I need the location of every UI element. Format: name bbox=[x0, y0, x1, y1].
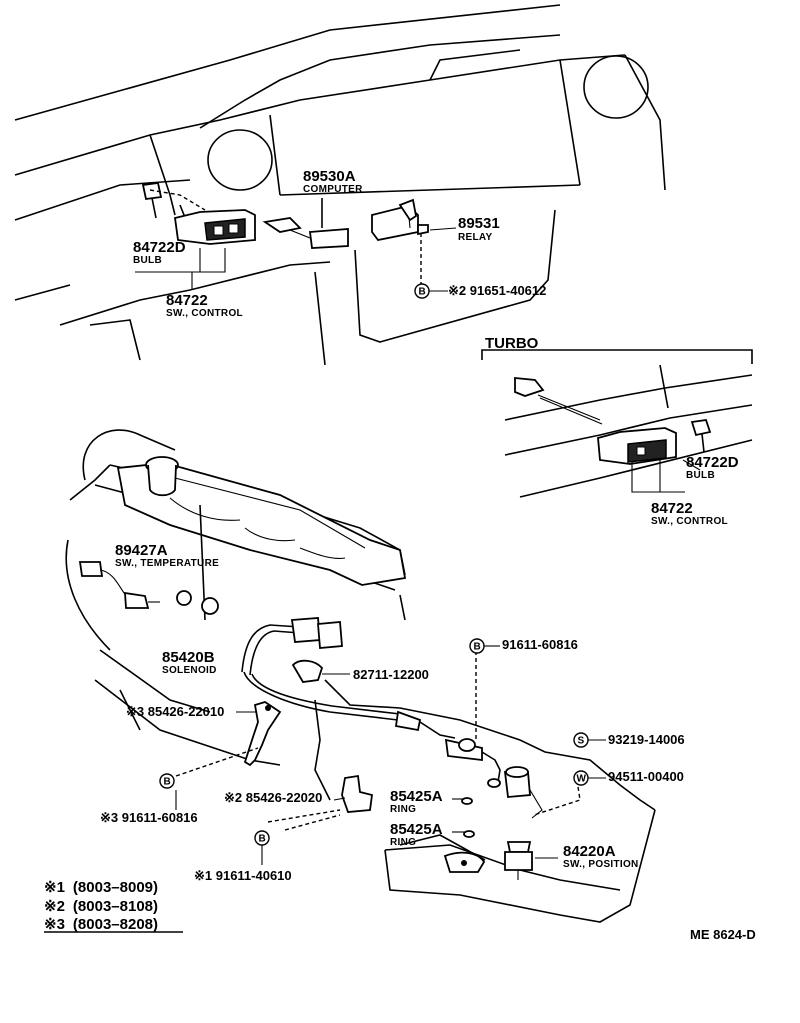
svg-text:BULB: BULB bbox=[133, 255, 162, 266]
svg-text:B: B bbox=[164, 777, 171, 788]
svg-text:B: B bbox=[419, 287, 426, 298]
svg-text:84722D: 84722D bbox=[133, 239, 186, 256]
label-85425a-2: 85425A RING bbox=[390, 821, 443, 848]
label-84220a: 84220A SW., POSITION bbox=[563, 843, 639, 870]
label-82711-12200: 82711-12200 bbox=[353, 667, 429, 682]
turbo-inset: TURBO bbox=[481, 335, 753, 498]
label-85426-22020: ※2 85426-22020 bbox=[224, 790, 322, 805]
svg-text:RELAY: RELAY bbox=[458, 232, 493, 243]
label-84722d-turbo: 84722D BULB bbox=[686, 454, 739, 481]
svg-text:84220A: 84220A bbox=[563, 843, 616, 860]
note-3: ※3(8003–8208) bbox=[44, 916, 158, 933]
relay-89531 bbox=[371, 198, 429, 241]
control-switch-84722 bbox=[173, 209, 256, 245]
svg-text:B: B bbox=[474, 642, 481, 653]
clamp-82711 bbox=[291, 659, 324, 683]
marker-b-91611-60816: B bbox=[469, 638, 485, 654]
label-85426-22010: ※3 85426-22010 bbox=[126, 704, 224, 719]
fitting-93219 bbox=[503, 766, 543, 819]
label-89427a: 89427A SW., TEMPERATURE bbox=[115, 542, 219, 569]
marker-b-91651: B bbox=[414, 283, 430, 299]
svg-text:89427A: 89427A bbox=[115, 542, 168, 559]
label-84722-top: 84722 SW., CONTROL bbox=[166, 292, 243, 319]
bracket-85426-22020 bbox=[341, 774, 373, 813]
svg-text:84722: 84722 bbox=[651, 500, 693, 517]
svg-text:B: B bbox=[259, 834, 266, 845]
svg-text:89530A: 89530A bbox=[303, 168, 356, 185]
marker-b-91611-60816-s3: B bbox=[159, 773, 175, 789]
label-89531: 89531 RELAY bbox=[458, 215, 500, 243]
label-89530a: 89530A COMPUTER bbox=[303, 168, 363, 195]
svg-text:SW., CONTROL: SW., CONTROL bbox=[166, 308, 243, 319]
reference-code: ME 8624-D bbox=[690, 927, 756, 942]
note-2: ※2(8003–8108) bbox=[44, 898, 158, 915]
marker-s-93219: S bbox=[573, 732, 589, 748]
svg-text:SW., CONTROL: SW., CONTROL bbox=[651, 516, 728, 527]
applicability-notes: ※1(8003–8009) ※2(8003–8108) ※3(8003–8208… bbox=[44, 879, 183, 933]
temperature-switch-89427a bbox=[78, 561, 219, 615]
marker-b-91611-40610: B bbox=[254, 830, 270, 846]
label-85420b: 85420B SOLENOID bbox=[162, 649, 217, 676]
svg-text:COMPUTER: COMPUTER bbox=[303, 184, 363, 195]
valve-cover bbox=[116, 456, 407, 621]
svg-text:S: S bbox=[578, 736, 585, 747]
position-switch-84220a bbox=[443, 841, 533, 880]
label-94511-00400: 94511-00400 bbox=[608, 769, 684, 784]
svg-text:84722: 84722 bbox=[166, 292, 208, 309]
solenoid-85420b bbox=[241, 617, 501, 783]
svg-text:RING: RING bbox=[390, 804, 416, 815]
label-91651-40612: ※2 91651-40612 bbox=[448, 283, 546, 298]
label-85425a-1: 85425A RING bbox=[390, 788, 443, 815]
label-91611-40610: ※1 91611-40610 bbox=[194, 868, 292, 883]
computer-89530a bbox=[262, 217, 349, 249]
turbo-title: TURBO bbox=[485, 335, 539, 352]
label-84722-turbo: 84722 SW., CONTROL bbox=[651, 500, 728, 527]
svg-text:SW., TEMPERATURE: SW., TEMPERATURE bbox=[115, 558, 219, 569]
svg-text:85425A: 85425A bbox=[390, 788, 443, 805]
label-93219-14006: 93219-14006 bbox=[608, 732, 685, 747]
svg-text:85425A: 85425A bbox=[390, 821, 443, 838]
bulb-84722d bbox=[141, 181, 163, 219]
note-1: ※1(8003–8009) bbox=[44, 879, 158, 896]
label-91611-60816-s3: ※3 91611-60816 bbox=[100, 810, 198, 825]
svg-text:84722D: 84722D bbox=[686, 454, 739, 471]
svg-text:SOLENOID: SOLENOID bbox=[162, 665, 217, 676]
svg-text:BULB: BULB bbox=[686, 470, 715, 481]
svg-text:RING: RING bbox=[390, 837, 416, 848]
svg-text:SW., POSITION: SW., POSITION bbox=[563, 859, 639, 870]
bracket-85426-22010 bbox=[243, 701, 282, 767]
svg-text:89531: 89531 bbox=[458, 215, 500, 232]
svg-text:W: W bbox=[577, 774, 587, 785]
label-84722d-top: 84722D BULB bbox=[133, 239, 186, 266]
marker-w-94511: W bbox=[573, 770, 589, 786]
label-91611-60816: 91611-60816 bbox=[502, 637, 578, 652]
svg-text:85420B: 85420B bbox=[162, 649, 215, 666]
